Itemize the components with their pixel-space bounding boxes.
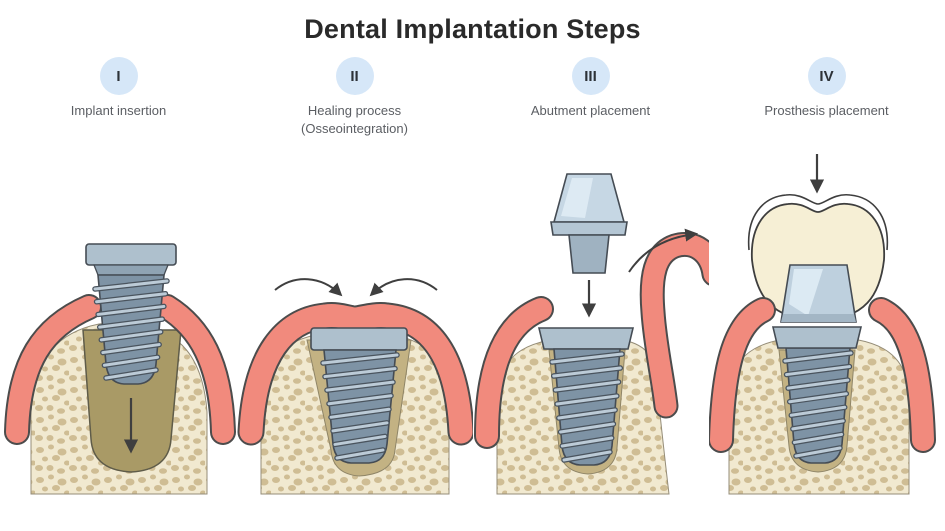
- implant-screw: [771, 326, 862, 464]
- flap-curve-arrow-icon: [627, 228, 698, 273]
- gum-flap: [639, 232, 709, 419]
- step-1-column: I Implant insertion: [1, 49, 237, 509]
- implant-screw: [84, 243, 177, 385]
- gum: [473, 296, 554, 449]
- gum: [3, 294, 236, 445]
- step-3-numeral: III: [584, 67, 597, 85]
- step-3-label: Abutment placement: [530, 103, 651, 118]
- step-2-column: II Healing process (Osseointegration): [237, 49, 473, 509]
- healing-arrow-left-icon: [273, 278, 342, 297]
- abutment: [549, 173, 628, 274]
- step-1-badge: I: [99, 57, 138, 95]
- gum: [237, 302, 473, 446]
- step-4-label: Prosthesis placement: [764, 103, 889, 118]
- step-4-badge: IV: [807, 57, 846, 95]
- step-4-column: IV Prosthesis placement: [708, 49, 945, 509]
- gum: [708, 297, 936, 453]
- abutment: [779, 264, 857, 323]
- healing-process-illustration: [237, 278, 473, 495]
- abutment-placement-illustration: [473, 173, 709, 495]
- step-3-badge: III: [571, 57, 610, 95]
- implant-screw: [309, 327, 408, 464]
- implant-insertion-illustration: [3, 243, 236, 495]
- step-2-numeral: II: [350, 67, 359, 85]
- step-3-column: III Abutment placement: [473, 49, 709, 509]
- step-1-label: Implant insertion: [70, 103, 167, 118]
- healing-arrow-right-icon: [369, 278, 438, 297]
- step-1-numeral: I: [116, 67, 121, 85]
- implant-screw: [537, 327, 634, 466]
- prosthesis-placement-illustration: [708, 154, 936, 495]
- step-4-numeral: IV: [819, 67, 834, 85]
- steps-columns: I Implant insertion: [1, 49, 945, 509]
- step-2-badge: II: [335, 57, 374, 95]
- page-title: Dental Implantation Steps: [304, 14, 641, 44]
- step-2-label: Healing process (Osseointegration): [301, 103, 408, 136]
